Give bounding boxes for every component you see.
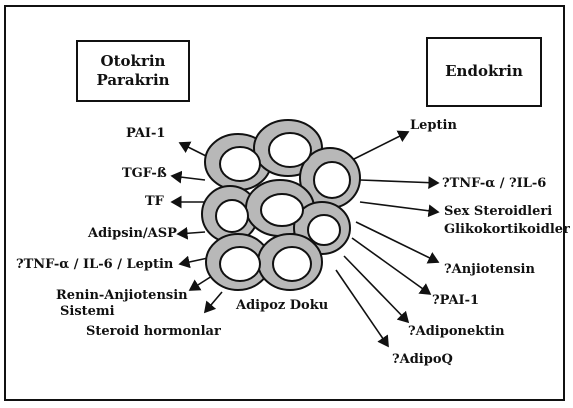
right-label-leptin: Leptin (410, 118, 457, 134)
arrow-tnf-left (180, 258, 208, 264)
left-label-renin-line1: Renin-Anjiotensin (56, 288, 188, 304)
arrow-tgf-left (172, 176, 205, 180)
adipose-tissue-cluster (202, 120, 360, 290)
right-label-anjiotensin: ?Anjiotensin (444, 262, 535, 278)
arrow-anjiotensin-right (356, 222, 438, 262)
arrow-adiponektin-right (344, 256, 408, 322)
right-label-sex-steroids: Sex Steroidleri (444, 204, 552, 220)
center-label-adipoz-doku: Adipoz Doku (236, 298, 328, 314)
right-label-glucocorticoids: Glikokortikoidler (444, 222, 570, 238)
left-label-tgf: TGF-ß (122, 166, 167, 182)
left-label-adipsin: Adipsin/ASP (88, 226, 177, 242)
left-label-pai1: PAI-1 (126, 126, 165, 142)
arrow-adipoq-right (336, 270, 388, 346)
right-label-pai1: ?PAI-1 (432, 293, 479, 309)
left-label-renin-line2: Sistemi (60, 304, 115, 320)
left-label-tf: TF (145, 194, 164, 210)
arrow-leptin-right (352, 132, 408, 160)
arrow-pai1-right (352, 238, 430, 294)
left-label-tnf: ?TNF-α / IL-6 / Leptin (16, 257, 173, 273)
right-label-adiponektin: ?Adiponektin (408, 324, 505, 340)
box-label-parakrin: Parakrin (96, 71, 169, 91)
arrow-renin-left (190, 276, 212, 290)
right-label-tnf: ?TNF-α / ?IL-6 (442, 176, 546, 192)
left-label-steroid: Steroid hormonlar (86, 324, 221, 340)
box-label-endokrin: Endokrin (445, 62, 523, 82)
arrow-steroid-left (205, 292, 222, 312)
arrow-adipsin-left (178, 232, 205, 234)
arrow-tnf-right (360, 180, 438, 183)
autocrine-paracrine-box: Otokrin Parakrin (76, 40, 190, 102)
box-label-otokrin: Otokrin (101, 52, 166, 72)
right-label-adipoq: ?AdipoQ (392, 352, 453, 368)
endocrine-box: Endokrin (426, 37, 542, 107)
arrow-sex-right (360, 202, 438, 212)
